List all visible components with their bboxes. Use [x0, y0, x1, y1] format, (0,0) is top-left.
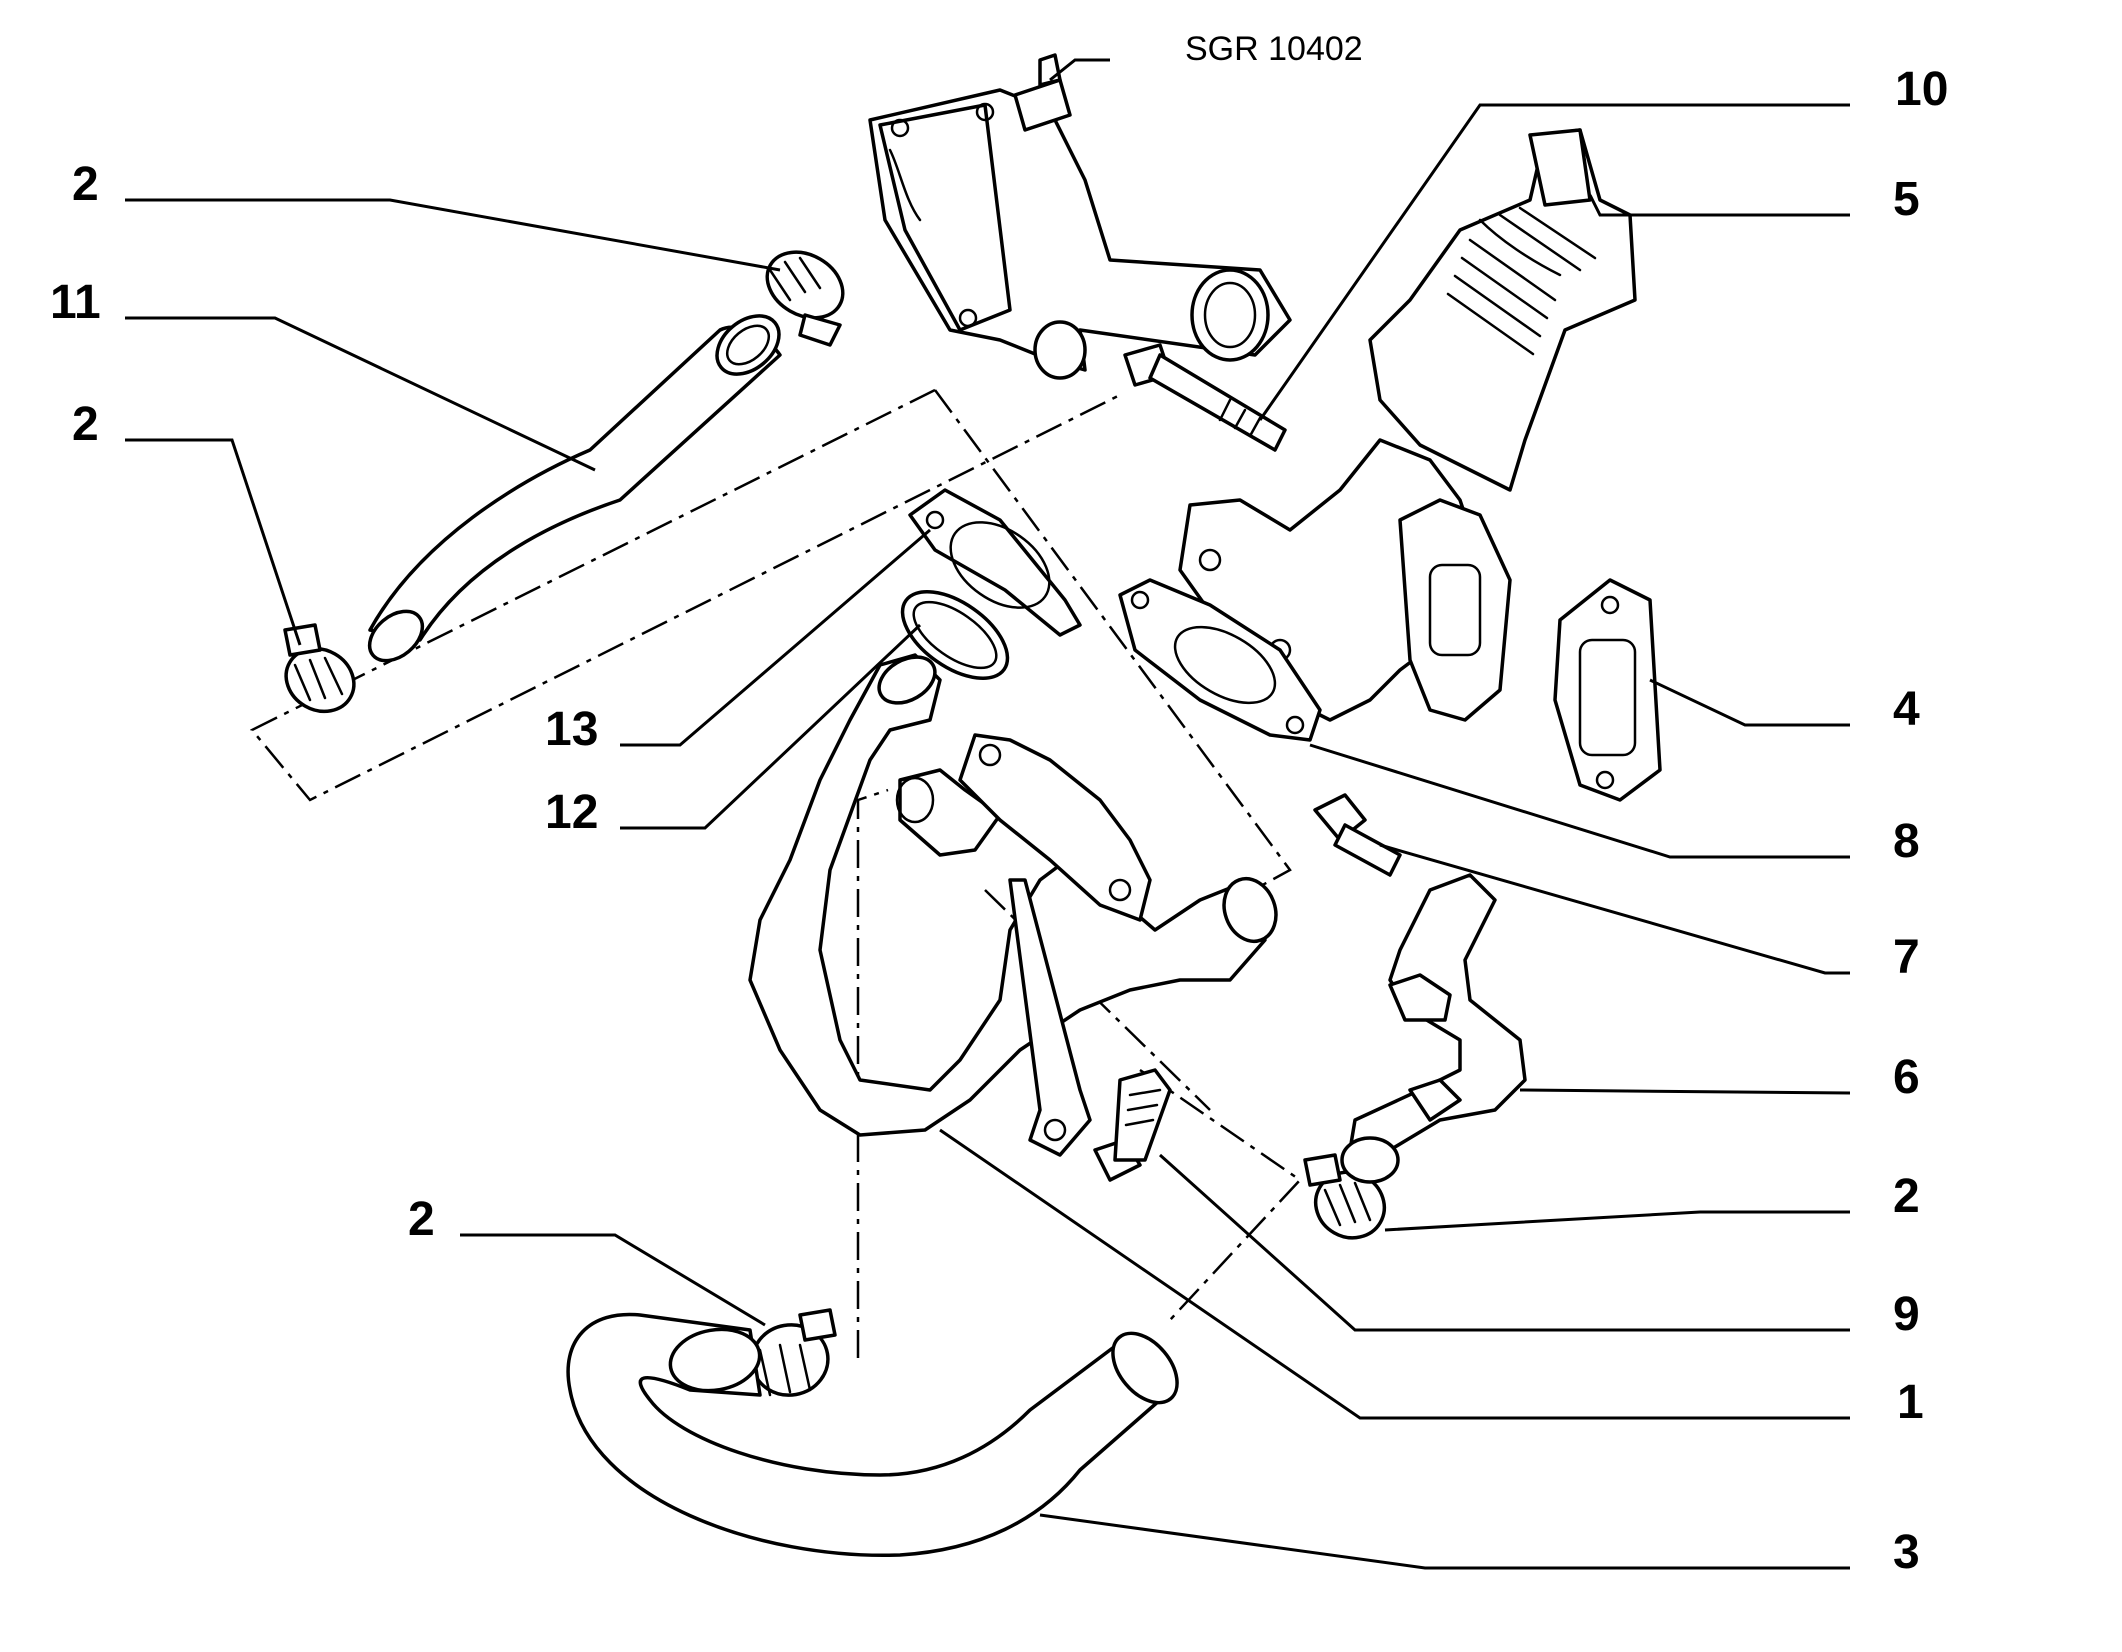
hose-clamp-icon: [1303, 1153, 1387, 1240]
o-ring: [900, 589, 1010, 681]
leader-lines: [125, 58, 1851, 1570]
callout-label-2: 2: [72, 158, 99, 211]
hose-clamp-icon: [750, 1308, 837, 1397]
bolt-icon: [1093, 1068, 1172, 1182]
hose-part-11: [367, 314, 782, 663]
callout-label-5: 5: [1893, 173, 1920, 226]
callout-label-3: 3: [1893, 1526, 1920, 1579]
gasket-icon: [1118, 578, 1322, 742]
callout-label-9: 9: [1893, 1288, 1920, 1341]
bolt-icon: [1313, 793, 1402, 877]
coolant-manifold-part-1: [748, 653, 1278, 1157]
callout-label-1: 1: [1897, 1376, 1924, 1429]
hose-clamp-icon: [283, 623, 356, 714]
callout-label-13: 13: [545, 703, 598, 756]
callout-label-11: 11: [50, 276, 101, 329]
gasket-icon: [908, 488, 1082, 637]
callout-label-8: 8: [1893, 815, 1920, 868]
egr-valve: [1178, 128, 1637, 722]
bolt-icon: [1123, 343, 1287, 452]
reference-code: SGR 10402: [1185, 30, 1363, 68]
gasket-icon: [1553, 578, 1662, 802]
callout-label-10: 10: [1895, 63, 1948, 116]
thermostat-housing: [868, 53, 1292, 380]
hose-part-3: [566, 1312, 1179, 1558]
callout-label-12: 12: [545, 786, 598, 839]
callout-label-4: 4: [1893, 683, 1920, 736]
coolant-pipe-part-6: [1340, 873, 1527, 1184]
callout-label-7: 7: [1893, 931, 1920, 984]
callout-label-6: 6: [1893, 1051, 1920, 1104]
hose-clamp-icon: [765, 250, 845, 347]
callout-label-2: 2: [408, 1193, 435, 1246]
callout-label-2: 2: [72, 398, 99, 451]
callout-label-2: 2: [1893, 1170, 1920, 1223]
